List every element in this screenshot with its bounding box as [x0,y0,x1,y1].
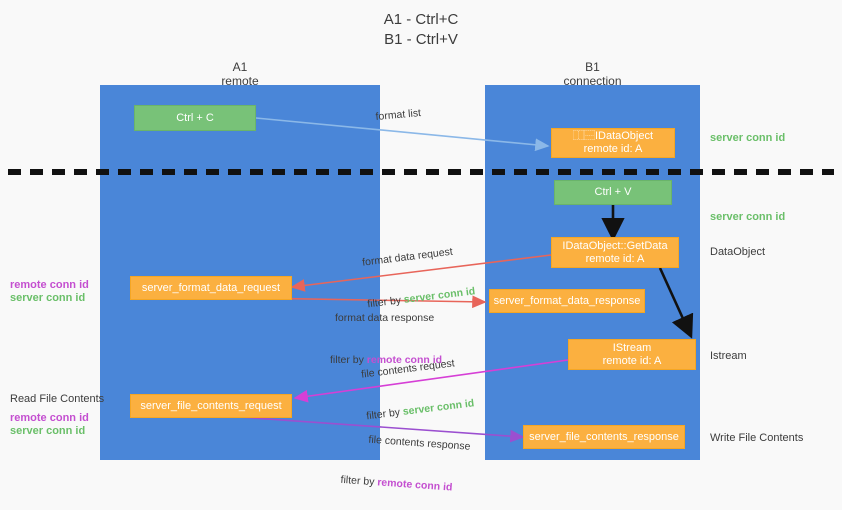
box-idataobject-getdata[interactable]: IDataObject::GetData remote id: A [551,237,679,268]
box-ctrl-c[interactable]: Ctrl + C [134,105,256,131]
arrow-getdata-to-istream [658,267,694,339]
edge-label-file-contents-response-line1: file contents response [368,433,471,453]
box-idataobject[interactable]: ⿰⿱IDataObject remote id: A [551,128,675,158]
arrow-file-contents-request [293,359,569,403]
box-ctrl-v[interactable]: Ctrl + V [554,180,672,205]
edge-label-format-data-response-line1: format data response [335,312,435,324]
filter-key-remote-conn-id: remote conn id [366,354,443,366]
filter-key-remote-conn-id: remote conn id [376,476,453,494]
label-server-conn-id-top: server conn id [710,132,786,144]
arrow-format-list [255,117,550,152]
label-read-file-contents: Read File Contents [10,393,105,405]
box-server-file-contents-request[interactable]: server_file_contents_request [130,394,292,418]
box-server-file-contents-response[interactable]: server_file_contents_response [523,425,685,449]
lane-header-a1: A1 remote [221,60,259,88]
filter-prefix: filter by [340,473,378,489]
label-server-conn-id-upper: server conn id [10,292,86,304]
filter-prefix: filter by [330,354,367,366]
box-server-format-data-response[interactable]: server_format_data_response [489,289,645,313]
label-remote-conn-id-lower: remote conn id [10,412,89,424]
label-dataobject: DataObject [710,246,766,258]
label-server-conn-id-mid: server conn id [710,211,786,223]
edge-label-format-data-request-line1: format data request [361,245,454,269]
edge-label-file-contents-response: file contents response filter by remote … [339,403,473,510]
edge-label-file-contents-response-line2: filter by remote conn id [340,473,468,496]
lane-header-b1: B1 connection [563,60,622,88]
edge-label-file-contents-request-line1: file contents request [360,357,456,381]
label-write-file-contents: Write File Contents [710,432,804,444]
edge-label-format-data-response: format data response filter by remote co… [330,283,442,381]
edge-label-format-data-response-line2: filter by remote conn id [330,353,442,367]
box-server-format-data-request[interactable]: server_format_data_request [130,276,292,300]
label-remote-conn-id-upper: remote conn id [10,279,89,291]
page-title: A1 - Ctrl+C B1 - Ctrl+V [383,11,459,48]
arrow-format-data-request [290,254,552,292]
label-server-conn-id-lower: server conn id [10,425,86,437]
label-istream: Istream [710,350,747,362]
box-istream[interactable]: IStream remote id: A [568,339,696,370]
